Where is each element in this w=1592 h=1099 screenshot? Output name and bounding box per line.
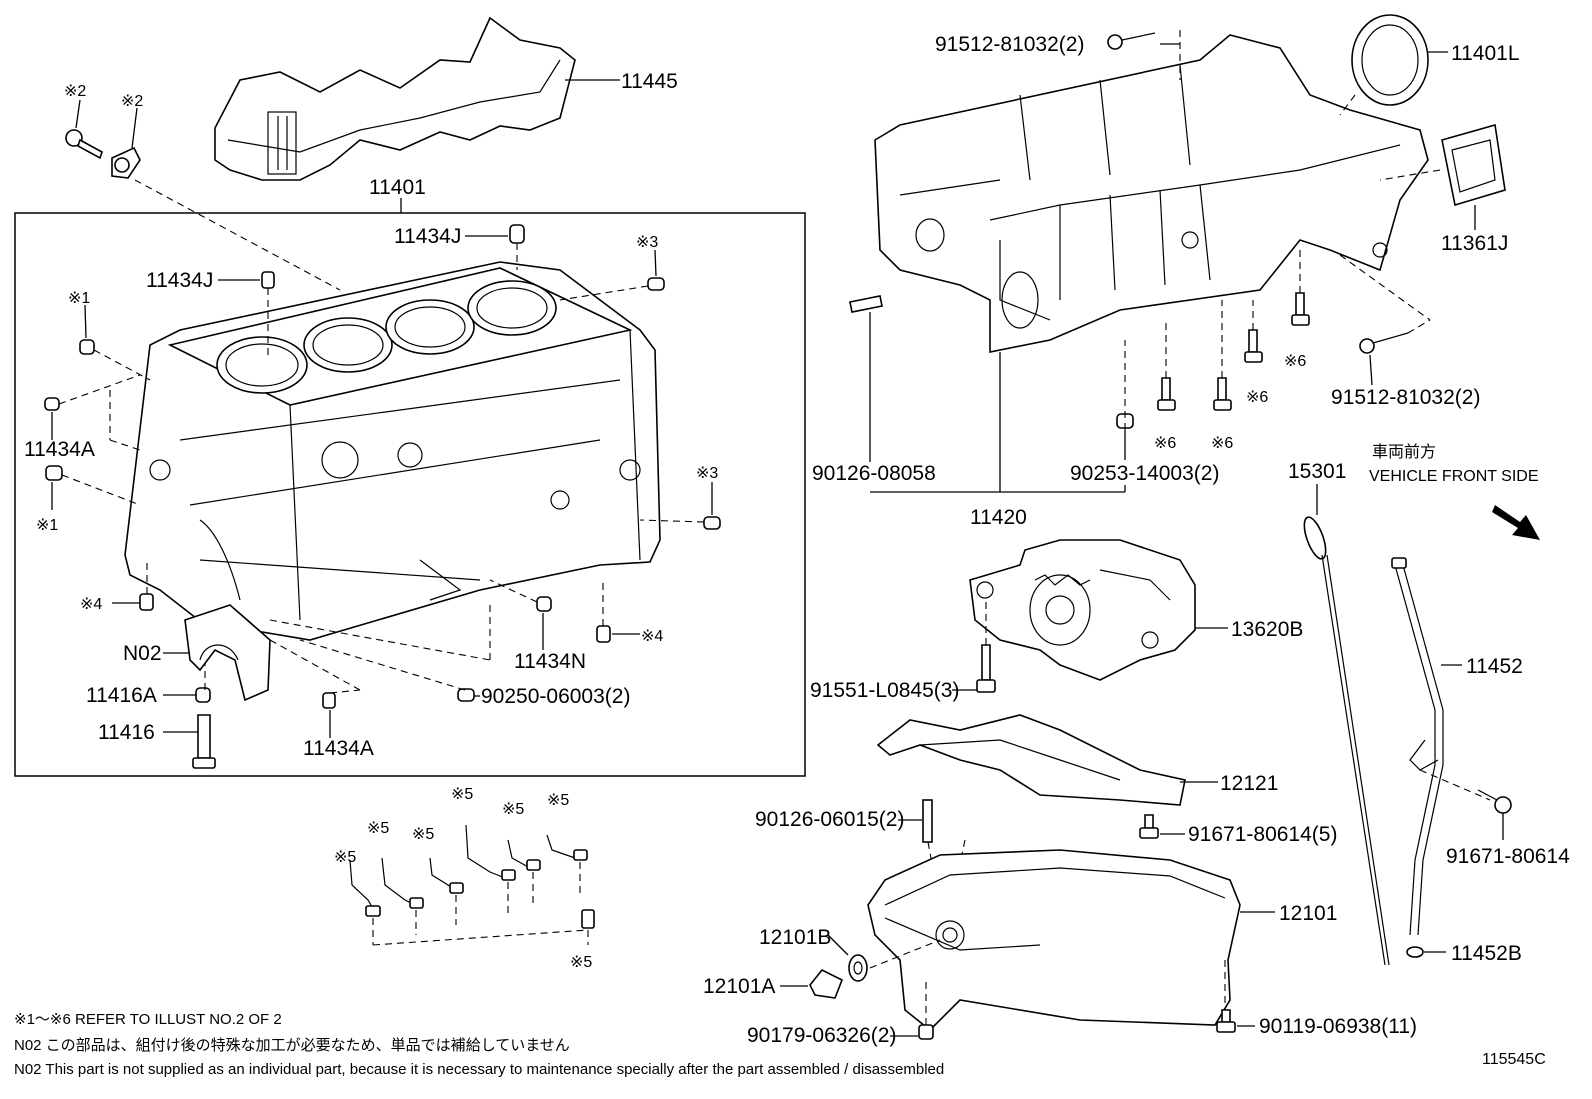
label-11434J-top: 11434J	[394, 225, 461, 248]
bolt-90119	[1216, 1009, 1236, 1033]
label-11420: 11420	[970, 506, 1027, 529]
cover-11361J-drawing	[1441, 123, 1506, 207]
label-90179: 90179-06326(2)	[747, 1024, 896, 1047]
illustration-reference-number: 115545C	[1482, 1051, 1546, 1068]
label-vehicle-front-en: VEHICLE FRONT SIDE	[1369, 468, 1539, 485]
label-90126-06015: 90126-06015(2)	[755, 808, 904, 831]
mark-5-b: ※5	[367, 820, 389, 837]
mark-1-top: ※1	[68, 290, 90, 307]
oil-pan-12101-drawing	[867, 849, 1241, 1032]
bearing-cap-n02-drawing	[184, 604, 271, 769]
label-11416A: 11416A	[86, 684, 157, 707]
label-11452B: 11452B	[1451, 942, 1522, 965]
stud-90126-06015	[922, 799, 933, 843]
mark-5-d: ※5	[451, 786, 473, 803]
label-12101: 12101	[1279, 902, 1337, 925]
label-15301: 15301	[1288, 460, 1346, 483]
label-11445: 11445	[621, 70, 678, 93]
label-12101A: 12101A	[703, 975, 775, 998]
label-11434N: 11434N	[514, 650, 586, 673]
pump-bolt	[976, 644, 996, 693]
footnote-n02-jp: N02 この部品は、組付け後の特殊な加工が必要なため、単品では補給していません	[14, 1037, 570, 1054]
dowel-pins	[44, 224, 721, 709]
label-11401L: 11401L	[1451, 42, 1520, 65]
mark-1-bottom: ※1	[36, 517, 58, 534]
label-90253: 90253-14003(2)	[1070, 462, 1219, 485]
bolt-91671-80614	[1139, 814, 1159, 839]
label-11401: 11401	[369, 176, 426, 199]
footnote-n02-en: N02 This part is not supplied as an indi…	[14, 1061, 944, 1078]
mark-5-a: ※5	[334, 849, 356, 866]
cylinder-block-11401-drawing	[124, 261, 661, 641]
label-11434J-left: 11434J	[146, 269, 213, 292]
label-91512-top: 91512-81032(2)	[935, 33, 1084, 56]
mark-3-right: ※3	[696, 465, 718, 482]
oil-pump-13620B-drawing	[969, 539, 1196, 681]
mark-4-right: ※4	[641, 628, 663, 645]
insulator-11445-drawing	[214, 16, 576, 181]
mark-6-d: ※6	[1284, 353, 1306, 370]
bolt-91671-tube	[1477, 789, 1512, 814]
label-91551: 91551-L0845(3)	[810, 679, 959, 702]
label-91512-right: 91512-81032(2)	[1331, 386, 1480, 409]
label-11452: 11452	[1466, 655, 1523, 678]
label-91671-80614-5: 91671-80614(5)	[1188, 823, 1337, 846]
baffle-plate-12121-drawing	[876, 714, 1186, 806]
mark-5-e: ※5	[502, 801, 524, 818]
cylinder-block-group-box	[14, 212, 806, 777]
mark-4-left: ※4	[80, 596, 102, 613]
vehicle-front-arrow-icon	[1492, 505, 1540, 540]
drain-plug-parts	[809, 954, 934, 1040]
label-91671-80614: 91671-80614	[1446, 845, 1570, 868]
mark-3-top: ※3	[636, 234, 658, 251]
oring-11452B	[1406, 946, 1424, 958]
guide-tube-11452-drawing	[1391, 557, 1444, 936]
label-12101B: 12101B	[759, 926, 831, 949]
label-13620B: 13620B	[1231, 618, 1303, 641]
label-90250: 90250-06003(2)	[481, 685, 630, 708]
oil-pan-upper-11420-drawing	[874, 34, 1429, 353]
label-N02: N02	[123, 642, 162, 665]
oil-pan-fasteners	[849, 32, 1409, 429]
bolt-mark2-drawing	[65, 129, 141, 179]
oil-jets-mark5-drawing	[349, 824, 595, 929]
mark-6-c: ※6	[1246, 389, 1268, 406]
mark-5-g: ※5	[570, 954, 592, 971]
mark-6-a: ※6	[1154, 435, 1176, 452]
label-12121: 12121	[1220, 772, 1278, 795]
label-11361J: 11361J	[1441, 232, 1508, 255]
dipstick-15301-drawing	[1303, 516, 1390, 966]
footnote-refer: ※1～※6 REFER TO ILLUST NO.2 OF 2	[14, 1011, 282, 1028]
label-11416: 11416	[98, 721, 155, 744]
oil-seal-11401L-drawing	[1351, 14, 1429, 106]
label-90119: 90119-06938(11)	[1259, 1015, 1417, 1038]
label-11434A-bottom: 11434A	[303, 737, 374, 760]
label-11434A-left: 11434A	[24, 438, 95, 461]
mark-5-f: ※5	[547, 792, 569, 809]
label-90126-08058: 90126-08058	[812, 462, 936, 485]
mark-2-bracket: ※2	[121, 93, 143, 110]
mark-2-bolt: ※2	[64, 83, 86, 100]
label-vehicle-front-jp: 車両前方	[1372, 443, 1436, 461]
mark-5-c: ※5	[412, 826, 434, 843]
mark-6-b: ※6	[1211, 435, 1233, 452]
